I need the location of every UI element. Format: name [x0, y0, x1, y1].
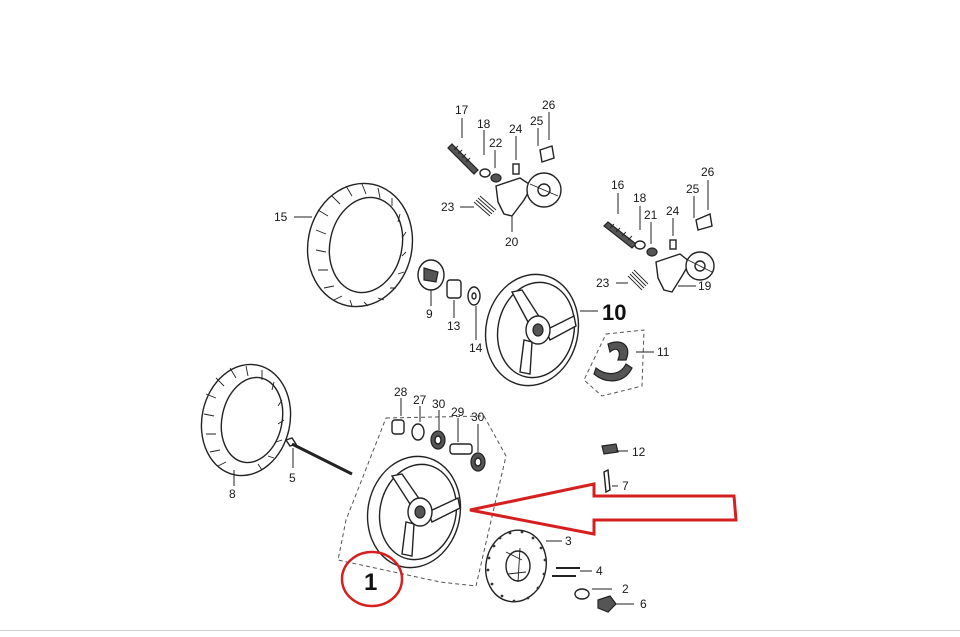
label-9: 9 — [426, 307, 433, 321]
label-18b: 18 — [633, 191, 647, 205]
label-30b: 30 — [471, 410, 485, 424]
label-27: 27 — [413, 393, 427, 407]
label-12: 12 — [632, 445, 646, 459]
label-17: 17 — [455, 103, 469, 117]
nut-21 — [646, 222, 658, 257]
washer-18b — [634, 206, 646, 250]
label-23a: 23 — [441, 200, 455, 214]
label-13: 13 — [447, 319, 461, 333]
washer-2 — [574, 588, 612, 600]
clip-25b-26b — [693, 180, 713, 231]
highlight-arrow — [469, 482, 738, 536]
washer-18 — [479, 130, 491, 178]
label-22: 22 — [489, 136, 503, 150]
label-30a: 30 — [432, 397, 446, 411]
lower-brake-assembly — [603, 180, 715, 293]
bottom-border — [0, 630, 960, 631]
spring-23-lower — [616, 269, 649, 291]
brake-arm-20 — [495, 172, 562, 232]
clip-25-26 — [537, 112, 555, 163]
label-20: 20 — [505, 235, 519, 249]
highlight-circle — [340, 550, 404, 608]
label-5: 5 — [289, 471, 296, 485]
hub-cover-9 — [417, 259, 445, 306]
nut-22 — [490, 150, 502, 183]
label-21: 21 — [644, 208, 658, 222]
label-10: 10 — [602, 300, 626, 325]
brake-shoes-11 — [583, 329, 654, 397]
bolt-16 — [603, 193, 637, 249]
spacer-13 — [446, 279, 462, 318]
washer-14 — [467, 286, 481, 340]
label-11: 11 — [657, 345, 670, 359]
label-25a: 25 — [530, 114, 544, 128]
nut-6 — [597, 595, 634, 613]
upper-brake-assembly — [447, 112, 562, 232]
front-rim-kit-1 — [337, 398, 507, 587]
label-15: 15 — [274, 210, 288, 224]
label-2: 2 — [622, 582, 629, 596]
brake-arm-19 — [655, 251, 715, 293]
label-6: 6 — [640, 597, 647, 611]
label-1: 1 — [364, 569, 377, 596]
label-26a: 26 — [542, 98, 556, 112]
label-26b: 26 — [701, 165, 715, 179]
rear-rim-10 — [484, 273, 598, 387]
bearing-set — [391, 398, 486, 472]
label-28: 28 — [394, 385, 408, 399]
rear-tyre-15 — [294, 182, 414, 308]
front-tyre-8 — [200, 363, 292, 486]
axle-5 — [284, 437, 353, 476]
label-14: 14 — [469, 341, 483, 355]
disc-bolts-4 — [552, 567, 592, 577]
label-7: 7 — [622, 479, 629, 493]
label-3: 3 — [565, 534, 572, 548]
label-8: 8 — [229, 487, 236, 501]
valve-7 — [603, 468, 618, 494]
bolt-24 — [512, 136, 520, 175]
label-24b: 24 — [666, 204, 680, 218]
brake-disc-3 — [485, 529, 562, 603]
label-23b: 23 — [596, 276, 610, 290]
label-16: 16 — [611, 178, 625, 192]
label-24a: 24 — [509, 122, 523, 136]
label-19: 19 — [698, 279, 712, 293]
bolt-24b — [669, 218, 677, 250]
bolt-12 — [601, 443, 628, 455]
label-29: 29 — [451, 405, 465, 419]
bolt-17 — [447, 118, 479, 175]
label-18a: 18 — [477, 117, 491, 131]
spring-23-upper — [460, 195, 497, 217]
label-25b: 25 — [686, 182, 700, 196]
label-4: 4 — [596, 564, 603, 578]
